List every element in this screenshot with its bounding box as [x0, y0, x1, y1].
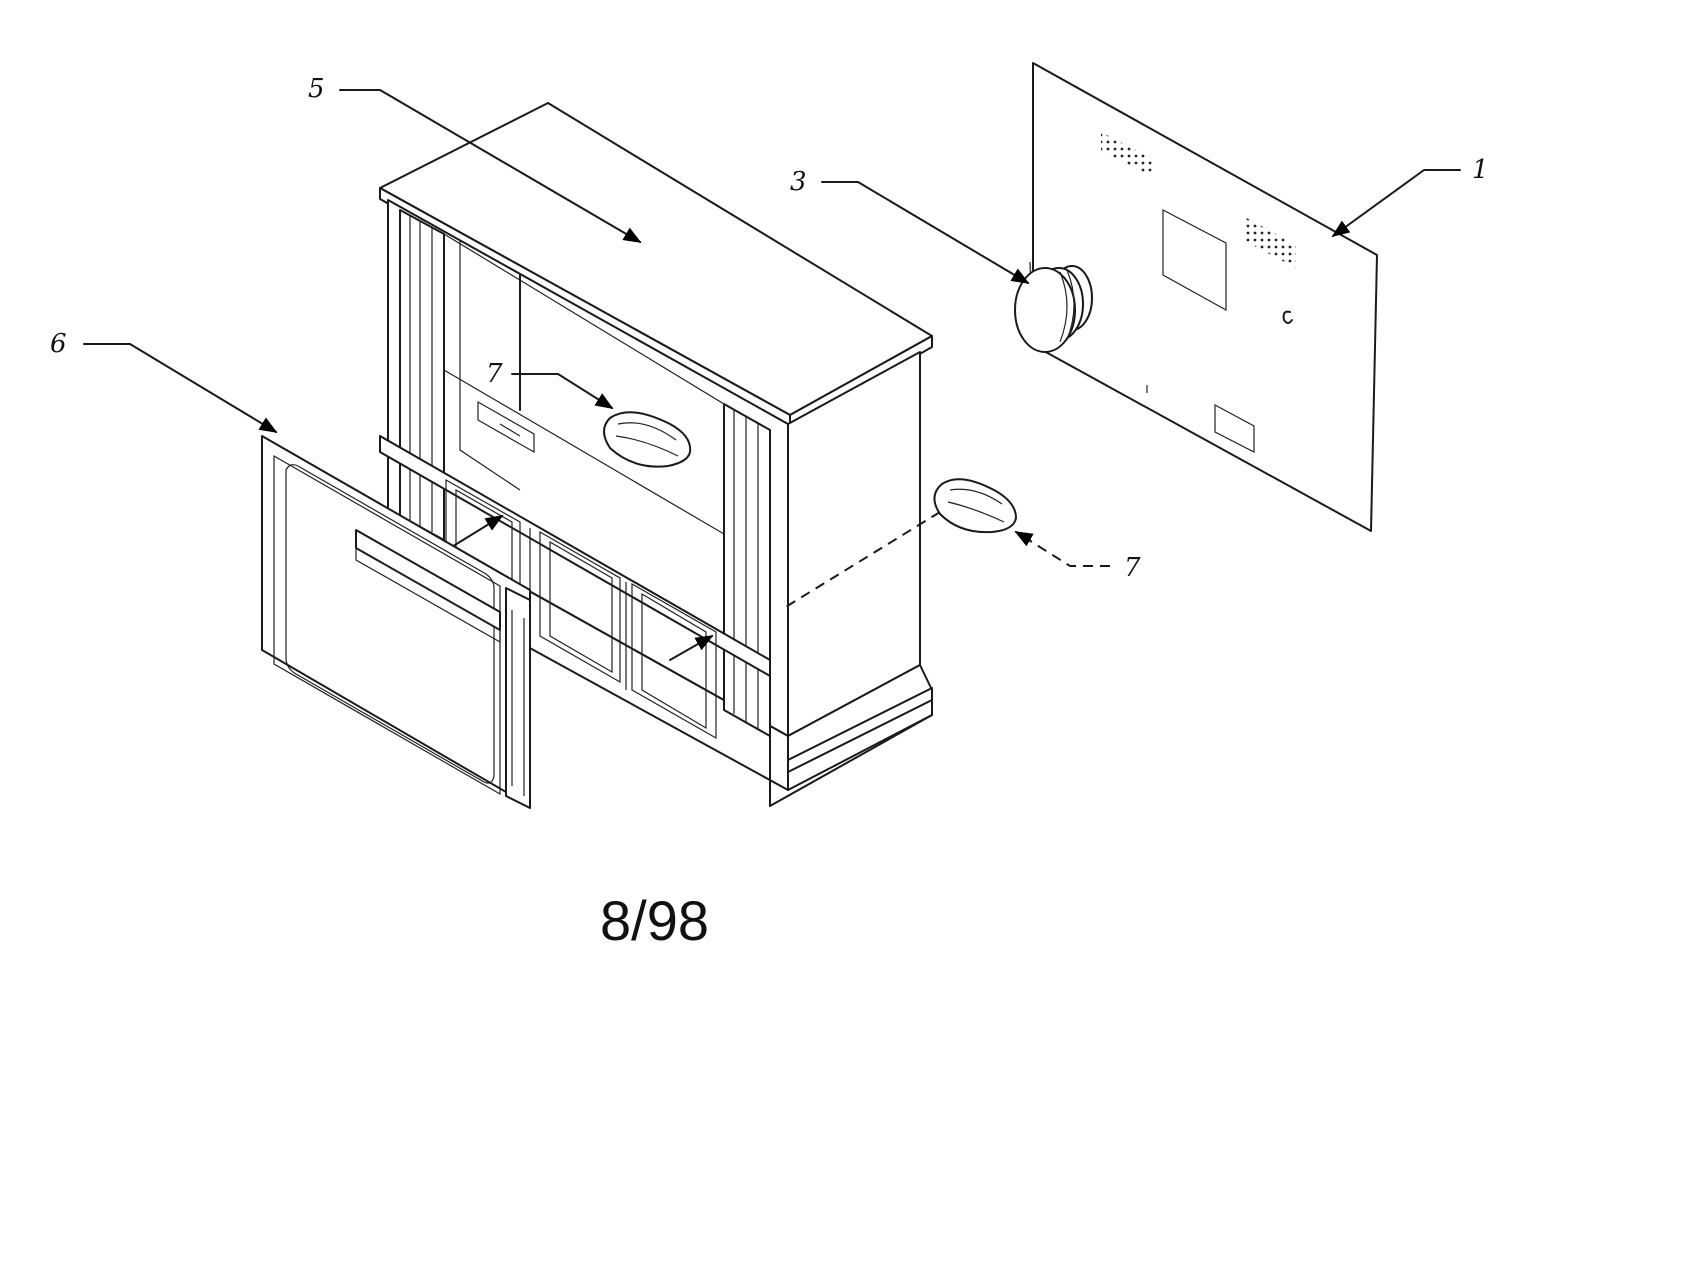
callout-panel: 1 — [1472, 155, 1489, 185]
hinge-outer-part — [783, 478, 1017, 609]
cabinet-part — [379, 102, 933, 807]
date-code: 8/98 — [600, 889, 709, 952]
callout-cabinet: 5 — [308, 74, 325, 104]
leader-lines — [83, 89, 1461, 567]
door-part — [261, 435, 531, 809]
hinge-inner-part — [603, 411, 692, 468]
rear-panel-part — [1029, 62, 1378, 532]
callout-hinge-outer: 7 — [1124, 553, 1141, 583]
callout-hinge-inner: 7 — [486, 359, 503, 389]
knob-part — [1014, 265, 1093, 353]
callout-door: 6 — [50, 329, 67, 359]
callout-knob: 3 — [790, 167, 807, 197]
